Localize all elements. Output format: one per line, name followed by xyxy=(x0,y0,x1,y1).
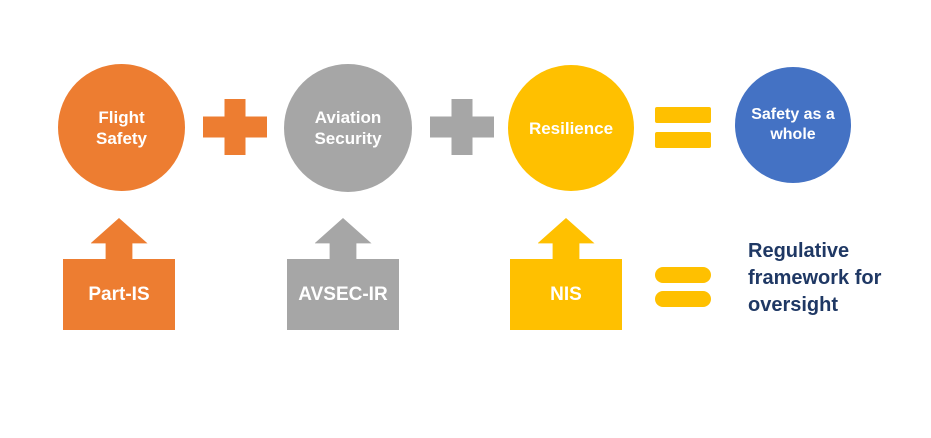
flight-safety-label: Flight Safety xyxy=(95,107,148,148)
plus-icon xyxy=(430,99,494,155)
nis-label: NIS xyxy=(550,283,582,305)
equals-icon xyxy=(655,107,711,148)
resilience-label: Resilience xyxy=(528,118,614,138)
aviation-security-label: Aviation Security xyxy=(314,108,382,148)
safety-as-a-whole-circle: Safety as a whole xyxy=(735,67,851,183)
plus-icon xyxy=(203,99,267,155)
arrow-up-icon xyxy=(537,218,595,259)
arrow-up-icon xyxy=(314,218,372,259)
avsec-ir-label: AVSEC-IR xyxy=(298,283,388,305)
avsec-ir-box: AVSEC-IR xyxy=(287,259,399,330)
safety-as-a-whole-label: Safety as a whole xyxy=(751,106,835,143)
part-is-group: Part-IS xyxy=(63,218,175,330)
part-is-label: Part-IS xyxy=(88,283,150,305)
resilience-circle: Resilience xyxy=(508,65,634,191)
flight-safety-circle: Flight Safety xyxy=(58,64,185,191)
equals-icon xyxy=(655,267,711,307)
nis-box: NIS xyxy=(510,259,622,330)
part-is-box: Part-IS xyxy=(63,259,175,330)
avsec-ir-group: AVSEC-IR xyxy=(287,218,399,330)
arrow-up-icon xyxy=(90,218,148,259)
nis-group: NIS xyxy=(510,218,622,330)
aviation-security-circle: Aviation Security xyxy=(284,64,412,192)
oversight-framework-text: Regulative framework for oversight xyxy=(748,240,882,316)
